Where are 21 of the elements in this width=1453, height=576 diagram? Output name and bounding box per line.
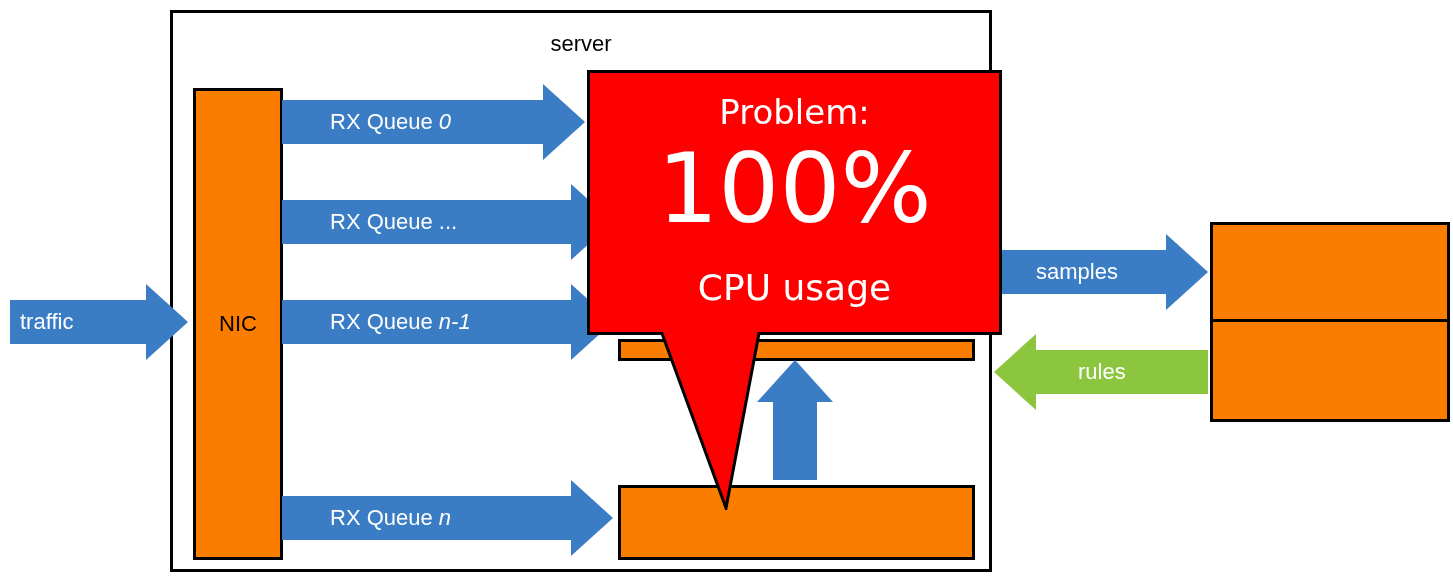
block-arrow [757,360,833,480]
block-arrow [282,480,613,556]
process-box [618,485,975,560]
block-arrow [10,284,188,360]
process-box [1210,319,1450,422]
usage-caption: CPU usage [696,266,893,309]
problem-heading: Problem: [718,92,871,133]
edge-label: RX Queue n-1 [330,309,471,335]
server-title: server [549,31,613,57]
box-label: NIC [219,311,257,337]
process-box [1210,222,1450,322]
edge-label: traffic [20,309,74,335]
block-arrow [282,84,585,160]
block-arrow [994,334,1208,410]
edge-label: RX Queue 0 [330,109,452,135]
process-box [193,88,283,560]
edge-label: rules [1078,359,1126,385]
percentage-value: 100% [656,132,933,247]
edge-label: samples [1036,259,1118,285]
edge-label: RX Queue ... [330,209,458,235]
edge-label: RX Queue n [330,505,452,531]
